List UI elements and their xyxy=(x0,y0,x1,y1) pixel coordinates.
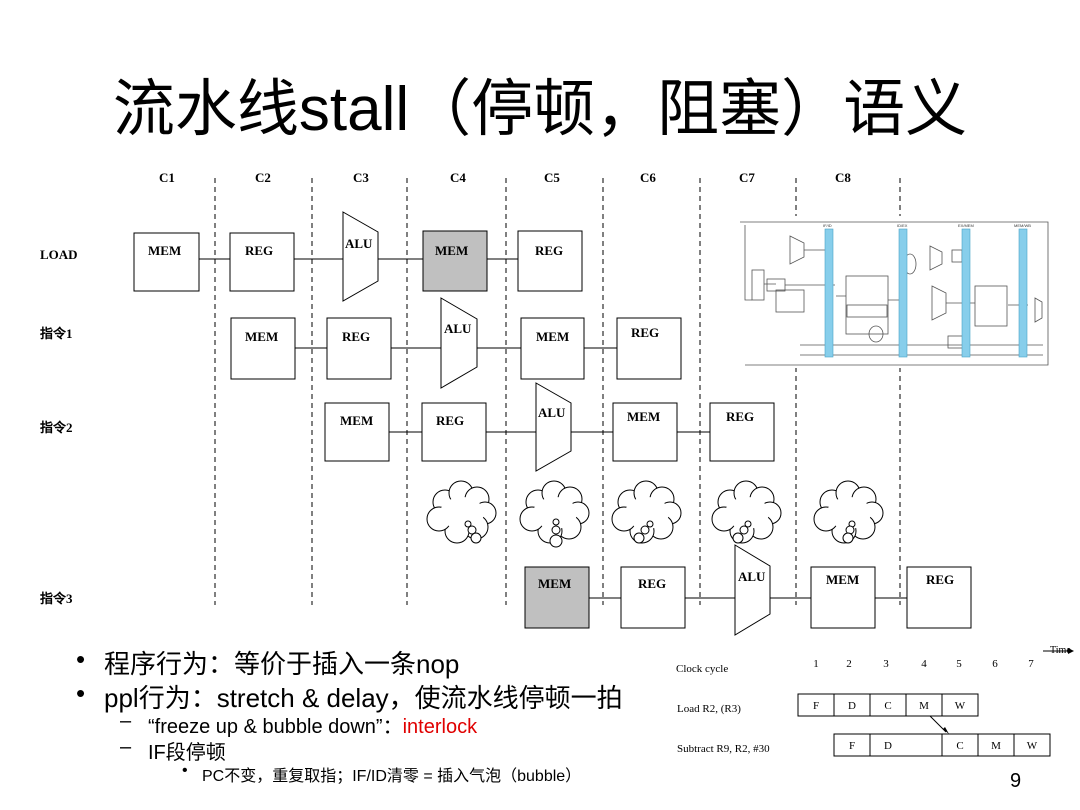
svg-text:7: 7 xyxy=(1028,658,1034,670)
svg-text:3: 3 xyxy=(883,658,889,670)
svg-text:C: C xyxy=(884,700,891,712)
load-mem-stall-box xyxy=(422,230,488,292)
row-label-i2: 指令2 xyxy=(40,420,73,435)
page-number: 9 xyxy=(1010,770,1022,792)
stage-label: ALU xyxy=(538,405,566,420)
cycle-label-c3: C3 xyxy=(353,170,369,185)
i2-reg-box xyxy=(421,402,487,462)
stage-label: REG xyxy=(638,576,666,591)
cycle-label-c1: C1 xyxy=(159,170,175,185)
row-label-i1: 指令1 xyxy=(40,326,73,341)
cycle-label-c5: C5 xyxy=(544,170,560,185)
cycle-label-c4: C4 xyxy=(450,170,466,185)
sub-bullet-if-stall: –IF段停顿 xyxy=(120,736,226,764)
stage-label: ALU xyxy=(444,321,472,336)
stage-label: MEM xyxy=(627,409,660,424)
sub-bullet-freeze: –“freeze up & bubble down”：interlock xyxy=(120,710,478,738)
bullet-ppl-behavior: •ppl行为：stretch & delay，使流水线停顿一拍 xyxy=(76,678,623,713)
stage-label: REG xyxy=(631,325,659,340)
svg-text:5: 5 xyxy=(956,658,962,670)
timing-table: Clock cycle 1 2 3 4 5 6 7 Time Load R2, … xyxy=(676,645,1074,757)
i2-mem2-box xyxy=(612,402,678,462)
load-alu-shape xyxy=(342,211,379,302)
svg-text:F: F xyxy=(849,740,855,752)
load-mem-box xyxy=(133,232,200,292)
stage-label: REG xyxy=(436,413,464,428)
pipe-register-idex xyxy=(898,228,908,358)
svg-text:M: M xyxy=(991,740,1001,752)
i3-mem2-box xyxy=(810,566,876,629)
i3-alu-shape xyxy=(734,544,771,636)
svg-text:6: 6 xyxy=(992,658,998,670)
svg-text:ID/EX: ID/EX xyxy=(897,223,908,228)
bubble-icon xyxy=(426,480,497,544)
stage-label: MEM xyxy=(538,576,571,591)
subtract-instr-label: Subtract R9, R2, #30 xyxy=(677,743,770,755)
svg-text:D: D xyxy=(848,700,856,712)
stage-label: REG xyxy=(535,243,563,258)
stage-label: REG xyxy=(926,572,954,587)
stage-label: MEM xyxy=(826,572,859,587)
load-reg-box xyxy=(229,232,295,292)
load-instr-label: Load R2, (R3) xyxy=(677,703,741,715)
interlock-text: interlock xyxy=(402,716,478,738)
datapath-thumbnail: IF/ID ID/EX EX/MEM MEM/WB xyxy=(734,216,1054,368)
pipe-register-exmem xyxy=(961,228,971,358)
row-label-i3: 指令3 xyxy=(40,591,73,606)
sub-sub-bullet-pc: •PC不变，重复取指；IF/ID清零 = 插入气泡（bubble） xyxy=(182,762,582,785)
cycle-label-c8: C8 xyxy=(835,170,851,185)
stage-label: REG xyxy=(245,243,273,258)
svg-text:C: C xyxy=(956,740,963,752)
time-label: Time xyxy=(1050,645,1071,656)
cycle-label-c2: C2 xyxy=(255,170,271,185)
svg-text:MEM/WB: MEM/WB xyxy=(1014,223,1031,228)
i1-mem2-box xyxy=(520,317,585,380)
page-title: 流水线stall（停顿，阻塞）语义 xyxy=(112,72,968,145)
svg-text:M: M xyxy=(919,700,929,712)
cycle-label-c7: C7 xyxy=(739,170,755,185)
svg-text:D: D xyxy=(884,740,892,752)
svg-text:EX/MEM: EX/MEM xyxy=(958,223,974,228)
cycle-label-c6: C6 xyxy=(640,170,656,185)
i3-mem-stall-box xyxy=(524,566,590,629)
i2-alu-shape xyxy=(535,382,572,472)
row-label-load: LOAD xyxy=(40,247,78,262)
svg-text:2: 2 xyxy=(846,658,852,670)
bubble-icon xyxy=(711,480,782,544)
svg-text:W: W xyxy=(955,700,966,712)
stage-label: MEM xyxy=(245,329,278,344)
stage-label: REG xyxy=(726,409,754,424)
i3-reg-box xyxy=(620,566,686,629)
bullet-program-behavior: •程序行为：等价于插入一条nop xyxy=(76,644,460,679)
stage-label: ALU xyxy=(345,236,373,251)
load-reg2-box xyxy=(517,230,583,292)
i1-alu-shape xyxy=(440,297,478,389)
pipe-register-ifid xyxy=(824,228,834,358)
svg-text:F: F xyxy=(813,700,819,712)
clock-cycle-label: Clock cycle xyxy=(676,663,728,675)
i3-reg2-box xyxy=(906,566,972,629)
bubble-icon xyxy=(813,480,884,544)
svg-text:IF/ID: IF/ID xyxy=(823,223,832,228)
stage-label: MEM xyxy=(148,243,181,258)
stage-label: ALU xyxy=(738,569,766,584)
stage-label: MEM xyxy=(340,413,373,428)
i1-reg2-box xyxy=(616,317,682,380)
i2-reg2-box xyxy=(709,402,775,462)
pipe-register-memwb xyxy=(1018,228,1028,358)
stage-label: MEM xyxy=(435,243,468,258)
bubble-icon xyxy=(519,480,590,548)
i2-mem-box xyxy=(324,402,390,462)
svg-text:4: 4 xyxy=(921,658,927,670)
stage-label: MEM xyxy=(536,329,569,344)
i1-mem-box xyxy=(230,317,296,380)
bubble-icon xyxy=(611,480,682,544)
i1-reg-box xyxy=(326,317,392,380)
svg-text:W: W xyxy=(1027,740,1038,752)
stage-label: REG xyxy=(342,329,370,344)
svg-text:1: 1 xyxy=(813,658,819,670)
